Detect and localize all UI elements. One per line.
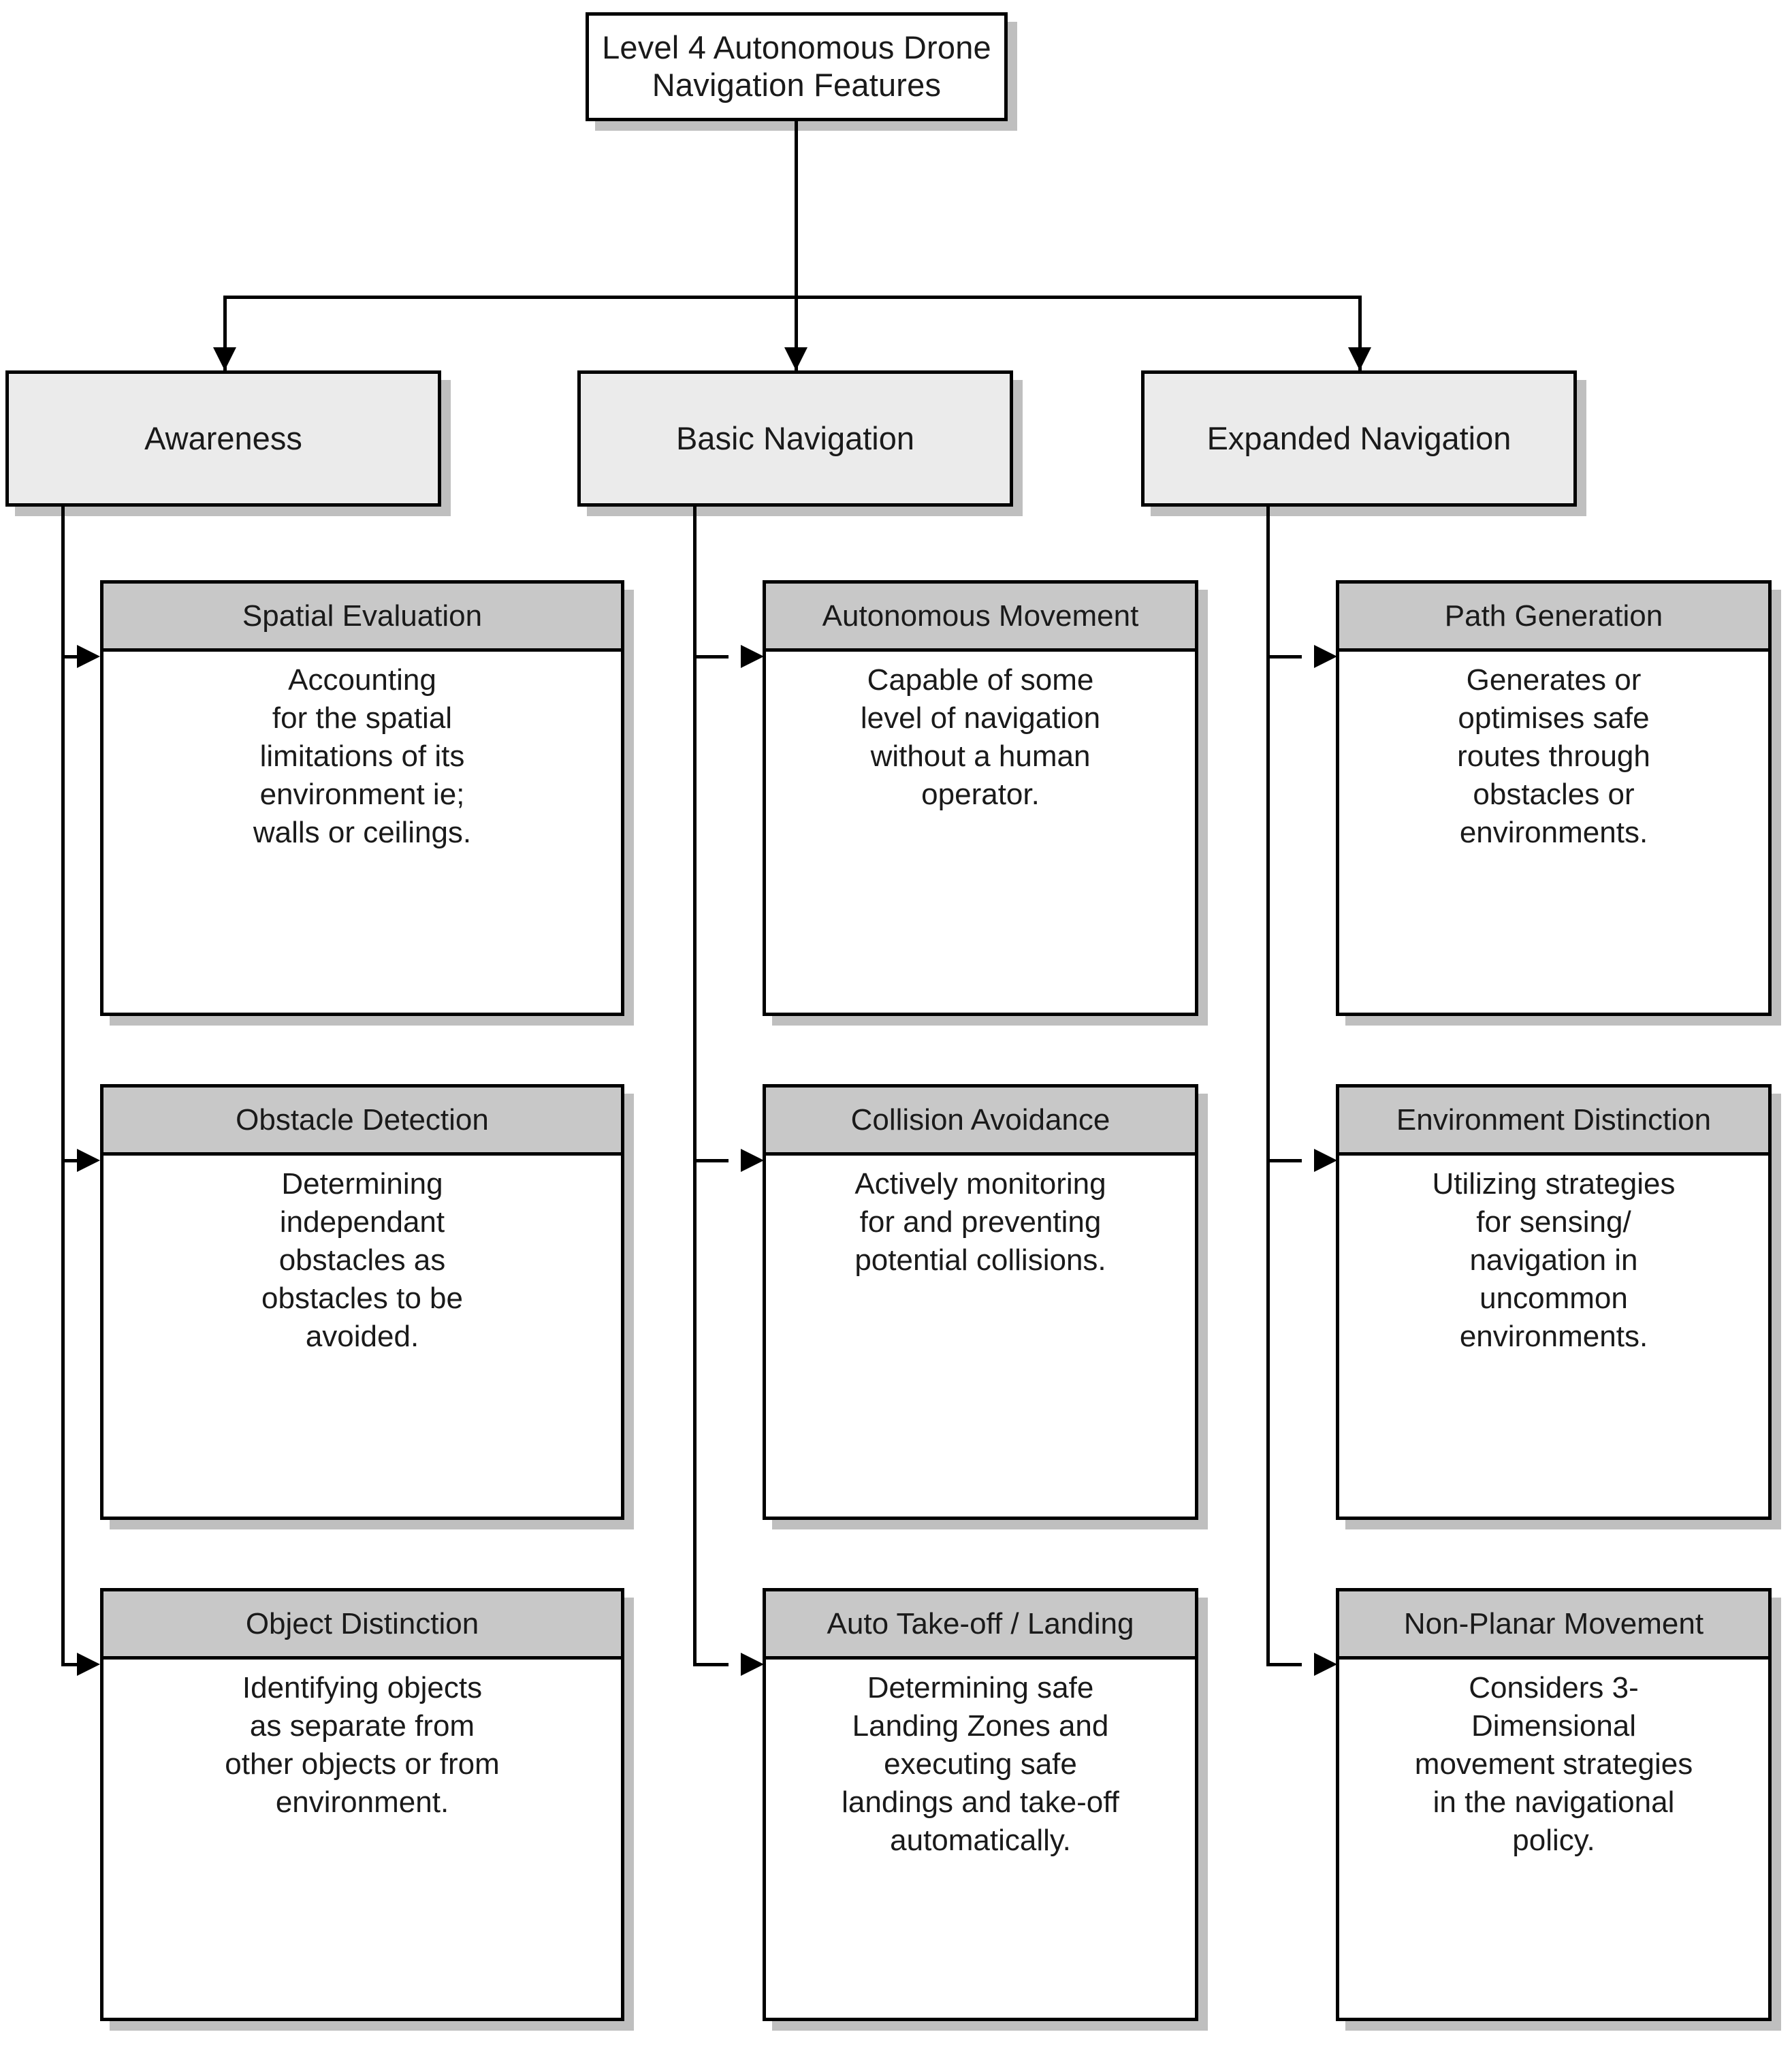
category-label: Expanded Navigation bbox=[1206, 419, 1511, 456]
category-node-expanded-navigation[interactable]: Expanded Navigation bbox=[1141, 370, 1577, 507]
feature-card-description: Determining safe Landing Zones and execu… bbox=[766, 1660, 1195, 2018]
feature-card-title: Environment Distinction bbox=[1339, 1088, 1768, 1156]
feature-card-non-planar-movement[interactable]: Non-Planar Movement Considers 3- Dimensi… bbox=[1336, 1588, 1772, 2021]
feature-card-title: Obstacle Detection bbox=[103, 1088, 621, 1156]
feature-card-path-generation[interactable]: Path Generation Generates or optimises s… bbox=[1336, 580, 1772, 1016]
feature-card-auto-takeoff-landing[interactable]: Auto Take-off / Landing Determining safe… bbox=[763, 1588, 1198, 2021]
feature-card-description: Utilizing strategies for sensing/ naviga… bbox=[1339, 1156, 1768, 1517]
category-label: Basic Navigation bbox=[675, 419, 915, 456]
arrow-to-category-1 bbox=[213, 347, 236, 370]
root-drop-line-1 bbox=[223, 296, 227, 370]
branch-line-expanded-1 bbox=[1266, 655, 1302, 658]
root-drop-line-2 bbox=[795, 296, 798, 370]
branch-line-expanded-2 bbox=[1266, 1159, 1302, 1162]
feature-card-environment-distinction[interactable]: Environment Distinction Utilizing strate… bbox=[1336, 1084, 1772, 1520]
feature-card-title: Auto Take-off / Landing bbox=[766, 1591, 1195, 1660]
arrow-to-obstacle-detection bbox=[77, 1149, 100, 1172]
branch-line-basic-2 bbox=[693, 1159, 729, 1162]
spine-tail-basic bbox=[693, 1589, 697, 1664]
category-node-awareness[interactable]: Awareness bbox=[5, 370, 441, 507]
branch-line-awareness-2 bbox=[61, 1159, 89, 1162]
arrow-to-autonomous-movement bbox=[741, 645, 764, 668]
arrow-to-object-distinction bbox=[77, 1653, 100, 1676]
feature-card-description: Determining independant obstacles as obs… bbox=[103, 1156, 621, 1517]
branch-line-expanded-3 bbox=[1266, 1663, 1302, 1666]
feature-card-title: Non-Planar Movement bbox=[1339, 1591, 1768, 1660]
feature-card-description: Generates or optimises safe routes throu… bbox=[1339, 652, 1768, 1013]
branch-line-awareness-3 bbox=[61, 1663, 89, 1666]
root-node-label: Level 4 Autonomous Drone Navigation Feat… bbox=[602, 29, 991, 103]
feature-card-title: Path Generation bbox=[1339, 584, 1768, 652]
spine-tail-expanded bbox=[1266, 1589, 1270, 1664]
feature-card-description: Capable of some level of navigation with… bbox=[766, 652, 1195, 1013]
arrow-to-path-generation bbox=[1314, 645, 1337, 668]
arrow-to-spatial-evaluation bbox=[77, 645, 100, 668]
root-drop-line-3 bbox=[1358, 296, 1362, 370]
arrow-to-category-3 bbox=[1348, 347, 1371, 370]
feature-card-description: Actively monitoring for and preventing p… bbox=[766, 1156, 1195, 1517]
root-stem-line bbox=[795, 121, 798, 298]
arrow-to-auto-takeoff-landing bbox=[741, 1653, 764, 1676]
arrow-to-environment-distinction bbox=[1314, 1149, 1337, 1172]
category-node-basic-navigation[interactable]: Basic Navigation bbox=[577, 370, 1013, 507]
spine-tail-awareness bbox=[61, 1589, 65, 1664]
branch-line-basic-1 bbox=[693, 655, 729, 658]
spine-line-expanded-navigation bbox=[1266, 507, 1270, 1589]
branch-line-awareness-1 bbox=[61, 655, 89, 658]
feature-card-title: Collision Avoidance bbox=[766, 1088, 1195, 1156]
feature-card-description: Accounting for the spatial limitations o… bbox=[103, 652, 621, 1013]
feature-card-autonomous-movement[interactable]: Autonomous Movement Capable of some leve… bbox=[763, 580, 1198, 1016]
feature-card-obstacle-detection[interactable]: Obstacle Detection Determining independa… bbox=[100, 1084, 624, 1520]
category-label: Awareness bbox=[144, 419, 302, 456]
feature-card-description: Identifying objects as separate from oth… bbox=[103, 1660, 621, 2018]
feature-card-title: Autonomous Movement bbox=[766, 584, 1195, 652]
root-node[interactable]: Level 4 Autonomous Drone Navigation Feat… bbox=[586, 12, 1008, 121]
spine-line-awareness bbox=[61, 507, 65, 1589]
feature-card-description: Considers 3- Dimensional movement strate… bbox=[1339, 1660, 1768, 2018]
branch-line-basic-3 bbox=[693, 1663, 729, 1666]
spine-line-basic-navigation bbox=[693, 507, 697, 1589]
feature-card-collision-avoidance[interactable]: Collision Avoidance Actively monitoring … bbox=[763, 1084, 1198, 1520]
arrow-to-collision-avoidance bbox=[741, 1149, 764, 1172]
arrow-to-non-planar-movement bbox=[1314, 1653, 1337, 1676]
feature-card-title: Spatial Evaluation bbox=[103, 584, 621, 652]
feature-card-object-distinction[interactable]: Object Distinction Identifying objects a… bbox=[100, 1588, 624, 2021]
feature-card-title: Object Distinction bbox=[103, 1591, 621, 1660]
arrow-to-category-2 bbox=[784, 347, 807, 370]
root-bus-line bbox=[223, 296, 1362, 299]
feature-card-spatial-evaluation[interactable]: Spatial Evaluation Accounting for the sp… bbox=[100, 580, 624, 1016]
